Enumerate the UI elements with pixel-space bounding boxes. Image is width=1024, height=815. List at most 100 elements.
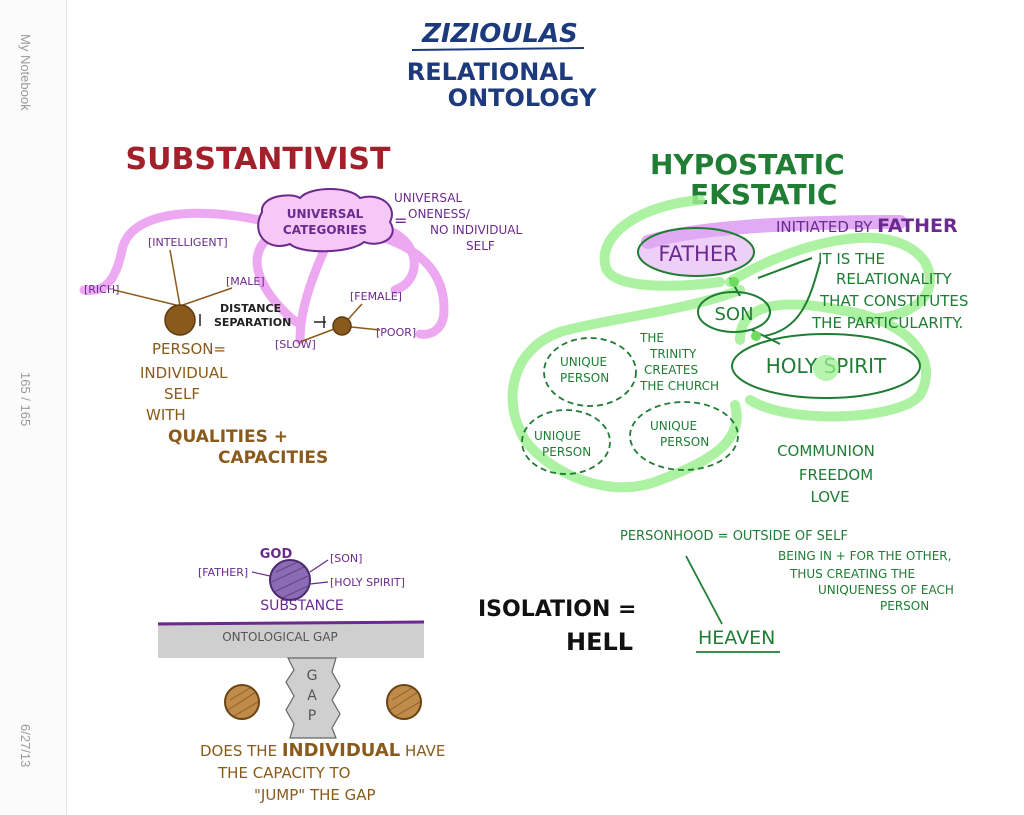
spirit-glow xyxy=(813,355,839,381)
title-author: ZIZIOULAS xyxy=(421,19,578,49)
quality-female: [FEMALE] xyxy=(350,290,402,303)
unique-person-3-line-1: UNIQUE xyxy=(650,419,697,433)
quality-slow: [SLOW] xyxy=(275,338,316,351)
son-ellipse xyxy=(697,291,771,333)
god-tag-lines xyxy=(251,559,329,585)
god-father-tag: [FATHER] xyxy=(198,566,248,579)
unique-person-circle-1 xyxy=(543,337,637,407)
isolation-line-2: HELL xyxy=(566,628,633,656)
trinity-line-1: THE xyxy=(639,331,664,345)
universal-categories-line-1: UNIVERSAL xyxy=(287,207,364,221)
gap-letter-a: A xyxy=(307,688,317,704)
notebook-sidebar: My Notebook 165 / 165 6/27/13 xyxy=(0,0,67,815)
isolation-note: ISOLATION = HELL xyxy=(478,597,636,656)
title-line-3: ONTOLOGY xyxy=(448,84,597,112)
personhood-line-1: PERSONHOOD = OUTSIDE OF SELF xyxy=(620,529,848,544)
quality-intelligent: [INTELLIGENT] xyxy=(148,236,228,249)
universal-categories-line-2: CATEGORIES xyxy=(283,223,367,237)
relationality-note: IT IS THE RELATIONALITY THAT CONSTITUTES… xyxy=(811,250,968,332)
unique-person-circle-2 xyxy=(521,409,611,475)
personhood-line-3: THUS CREATING THE xyxy=(789,567,915,581)
unique-person-2-line-2: PERSON xyxy=(542,445,591,459)
node-son-spirit xyxy=(751,331,761,341)
god-label: GOD xyxy=(260,547,293,562)
unique-persons-group xyxy=(521,337,739,475)
quality-male: [MALE] xyxy=(226,275,265,288)
heaven-pointer xyxy=(685,555,723,625)
title-block: ZIZIOULAS RELATIONAL ONTOLOGY xyxy=(407,19,597,112)
qualities-line: QUALITIES + xyxy=(168,427,288,447)
capacities-line: CAPACITIES xyxy=(218,448,328,468)
holy-spirit-ellipse xyxy=(731,333,921,399)
person-def-line-1: PERSON= xyxy=(152,340,226,358)
isolation-line-1: ISOLATION = xyxy=(478,597,636,622)
substantivist-heading: SUBSTANTIVIST xyxy=(126,142,392,177)
freedom-word: FREEDOM xyxy=(799,466,873,484)
god-persons-tags: [FATHER] [SON] [HOLY SPIRIT] xyxy=(198,552,405,589)
father-ellipse xyxy=(637,227,755,277)
gap-bar-top-line xyxy=(157,620,425,626)
oneness-line-4: SELF xyxy=(466,239,495,253)
person-circle-left xyxy=(164,304,196,336)
title-underline xyxy=(411,47,585,51)
god-spirit-tag: [HOLY SPIRIT] xyxy=(330,576,405,589)
personhood-line-5: PERSON xyxy=(880,599,929,613)
person-def-line-4: WITH xyxy=(146,406,186,424)
separation-word: SEPARATION xyxy=(214,316,291,329)
trinity-church-note: THE TRINITY CREATES THE CHURCH xyxy=(639,331,719,393)
relationality-line-2: RELATIONALITY xyxy=(836,270,953,288)
hypostatic-heading: HYPOSTATIC EKSTATIC xyxy=(650,148,845,211)
question-line-2: THE CAPACITY TO xyxy=(217,764,350,782)
universal-categories-cloud xyxy=(257,188,394,253)
personhood-line-2: BEING IN + FOR THE OTHER, xyxy=(778,549,951,563)
son-label: SON xyxy=(714,304,753,325)
question-line-1: DOES THE INDIVIDUAL HAVE xyxy=(200,740,445,761)
ekstatic-word: EKSTATIC xyxy=(690,178,837,211)
initiated-by: INITIATED BY FATHER xyxy=(776,215,958,237)
relationality-line-4: THE PARTICULARITY. xyxy=(811,314,963,332)
substance-label: SUBSTANCE xyxy=(260,598,344,614)
green-highlight-loops xyxy=(507,195,935,493)
person-circle-right xyxy=(332,316,352,336)
gap-question: DOES THE INDIVIDUAL HAVE THE CAPACITY TO… xyxy=(200,740,445,804)
god-circle-hatching xyxy=(271,561,309,599)
communion-word: COMMUNION xyxy=(777,442,875,460)
ontological-gap-bar xyxy=(158,622,424,658)
quality-poor: [POOR] xyxy=(376,326,416,339)
quality-tags-right: [FEMALE] [POOR] [SLOW] xyxy=(275,290,416,351)
love-word: LOVE xyxy=(810,488,849,506)
trinity-line-3: CREATES xyxy=(644,363,698,377)
unique-person-labels: UNIQUE PERSON UNIQUE PERSON UNIQUE PERSO… xyxy=(534,355,709,459)
hypostatic-word: HYPOSTATIC xyxy=(650,148,845,181)
quality-tags-left: [INTELLIGENT] [MALE] [RICH] xyxy=(84,236,265,296)
question-line-3: "JUMP" THE GAP xyxy=(254,786,376,804)
unique-person-circle-3 xyxy=(629,401,739,471)
individual-circle-right xyxy=(386,684,422,720)
individual-hatching xyxy=(227,687,421,717)
individual-circle-left xyxy=(224,684,260,720)
oneness-line-2: ONENESS/ xyxy=(408,207,471,221)
oneness-line-3: NO INDIVIDUAL xyxy=(430,223,523,237)
unique-person-1-line-2: PERSON xyxy=(560,371,609,385)
universal-oneness-note: UNIVERSAL ONENESS/ NO INDIVIDUAL SELF xyxy=(394,191,523,253)
heaven-label: HEAVEN xyxy=(698,627,775,649)
father-label: FATHER xyxy=(658,242,737,266)
person-definition: PERSON= INDIVIDUAL SELF WITH xyxy=(140,340,228,424)
qualities-capacities: QUALITIES + CAPACITIES xyxy=(168,427,328,468)
personhood-line-4: UNIQUENESS OF EACH xyxy=(818,583,954,597)
equals-sign: = xyxy=(394,211,407,230)
gap-letter-g: G xyxy=(307,668,318,684)
gap-column xyxy=(285,657,341,739)
unique-person-3-line-2: PERSON xyxy=(660,435,709,449)
relationality-line-1: IT IS THE xyxy=(818,250,885,268)
personhood-note: PERSONHOOD = OUTSIDE OF SELF BEING IN + … xyxy=(620,529,954,613)
gap-column-letters: G A P xyxy=(307,668,318,724)
node-father-son xyxy=(729,277,739,287)
unique-person-2-line-1: UNIQUE xyxy=(534,429,581,443)
distance-word: DISTANCE xyxy=(220,302,281,315)
unique-person-1-line-1: UNIQUE xyxy=(560,355,607,369)
god-son-tag: [SON] xyxy=(330,552,362,565)
gap-letter-p: P xyxy=(308,708,316,724)
person-def-line-2: INDIVIDUAL xyxy=(140,364,228,382)
